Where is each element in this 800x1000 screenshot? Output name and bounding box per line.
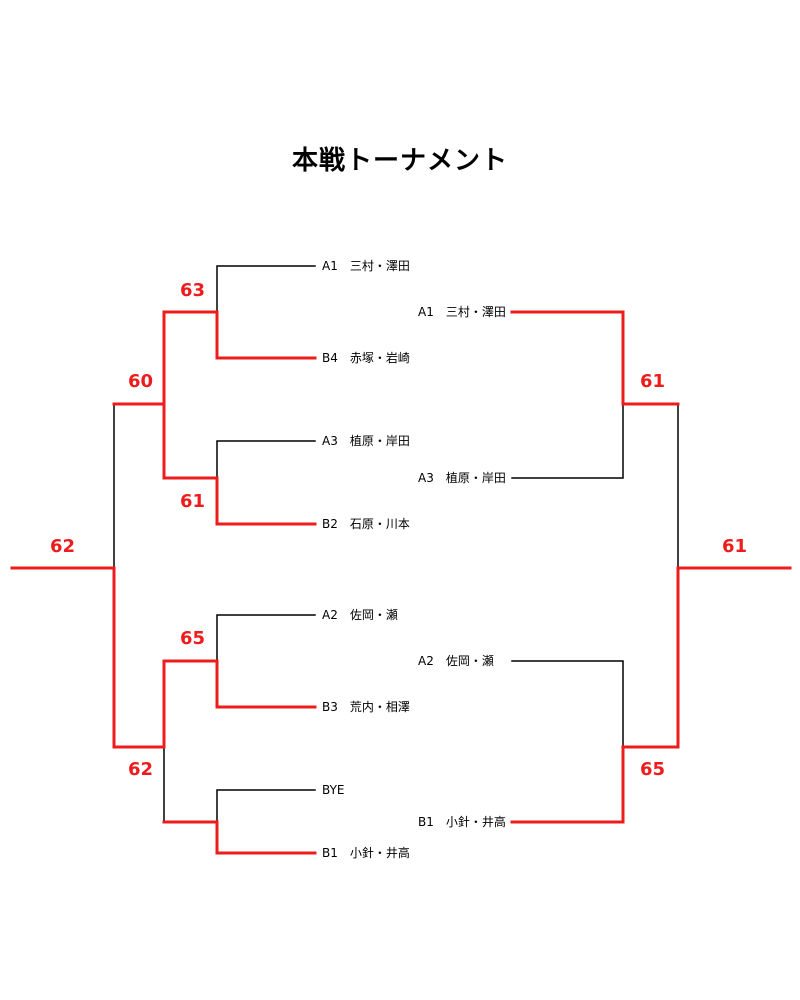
team-b4: B4 赤塚・岩崎	[322, 351, 410, 365]
win-r1-m1	[162, 310, 317, 360]
win-sf1	[162, 310, 317, 526]
score-final-right: 61	[722, 536, 748, 557]
score-sf-left-bottom: 62	[128, 759, 154, 780]
team-b3: B3 荒内・相澤	[322, 700, 410, 714]
win-r1-m3	[162, 659, 317, 709]
loser-lines	[113, 265, 679, 823]
page-title: 本戦トーナメント	[291, 146, 508, 176]
win-sf2	[10, 566, 166, 749]
right-team-a1: A1 三村・澤田	[418, 305, 506, 319]
score-sf-right-top: 61	[640, 371, 666, 392]
line-r1-m3-top	[216, 614, 316, 662]
winner-lines	[10, 310, 792, 855]
score-r1-m2: 61	[180, 491, 206, 512]
win-rf-b1	[510, 566, 792, 824]
team-a2: A2 佐岡・瀬	[322, 608, 398, 622]
right-team-b1: B1 小針・井高	[418, 815, 506, 829]
score-final-left: 62	[50, 536, 76, 557]
line-r1-m4-top	[216, 789, 316, 823]
line-r1-m1-top	[216, 265, 316, 313]
team-bye: BYE	[322, 783, 345, 797]
score-sf-left-top: 60	[128, 371, 154, 392]
line-r1-m2-top	[216, 440, 316, 479]
score-r1-m1: 63	[180, 280, 206, 301]
score-sf-right-bottom: 65	[640, 759, 666, 780]
line-rf-a2	[511, 660, 624, 748]
right-team-a3: A3 植原・岸田	[418, 471, 506, 485]
win-rf-a1	[510, 310, 680, 406]
team-a1: A1 三村・澤田	[322, 259, 410, 273]
line-rf-a3	[511, 403, 624, 479]
team-b1: B1 小針・井高	[322, 846, 410, 860]
team-b2: B2 石原・川本	[322, 517, 410, 531]
score-r1-m3: 65	[180, 628, 206, 649]
win-r1-m4	[162, 820, 317, 855]
team-a3: A3 植原・岸田	[322, 434, 410, 448]
right-team-a2: A2 佐岡・瀬	[418, 654, 494, 668]
